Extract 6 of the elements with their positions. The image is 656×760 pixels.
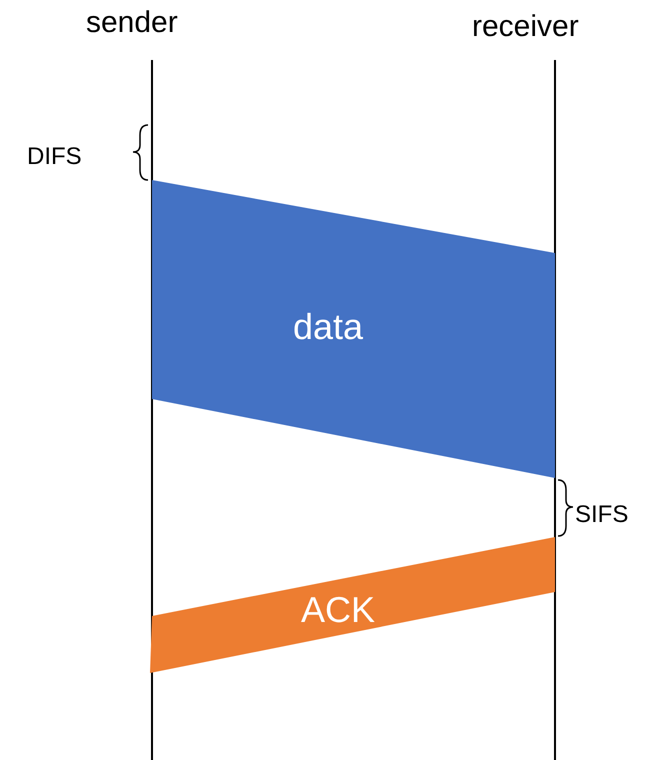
interval-label: SIFS [575, 503, 628, 527]
interval-label: DIFS [27, 145, 82, 169]
lifeline-title: receiver [472, 12, 579, 42]
lifeline-title: sender [86, 8, 178, 38]
ack-frame-label: ACK [300, 592, 376, 628]
data-frame-label: data [292, 309, 364, 345]
